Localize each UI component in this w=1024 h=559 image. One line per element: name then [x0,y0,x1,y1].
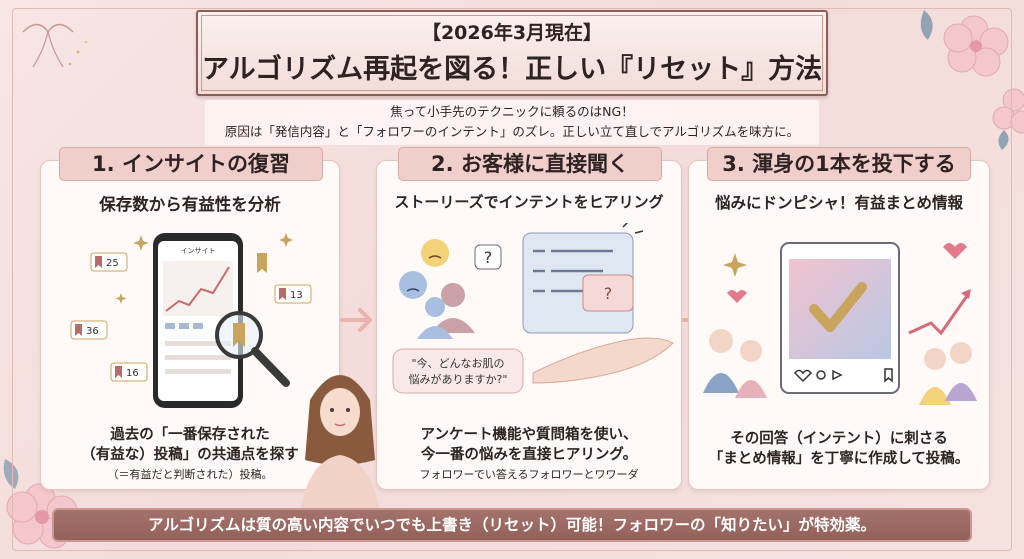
arrow-right-icon [340,308,372,332]
customer-hearing-illustration: ? ? "今、どんなお肌の 悩みがありますか?" [392,223,674,394]
step-2-body: アンケート機能や質問箱を使い、 今一番の悩みを直接ヒアリング。 フォロワーでい答… [377,425,681,485]
trend-line-icon [165,266,230,312]
step-1-body-line-2: （有益な）投稿」の共通点を探す [81,447,299,463]
bookmark-count-16: 16 [110,362,148,382]
step-1-body-line-1: 過去の「一番保存された [110,427,270,443]
bookmark-count-36: 36 [70,320,108,340]
bookmark-count-25-text: 25 [106,258,119,269]
speech-line-1: "今、どんなお肌の [411,356,504,370]
step-card-1: 1. インサイトの復習 保存数から有益性を分析 インサイト 25 36 [40,147,340,490]
post-actions-icon [793,368,893,383]
followers-icon [703,329,977,405]
cherry-blossom-decoration-top-right [920,10,1024,150]
svg-text:?: ? [484,248,493,267]
step-2-subheading: ストーリーズでインテントをヒアリング [394,193,664,211]
step-2-body-line-2: 今一番の悩みを直接ヒアリング。 [420,447,638,463]
magnifier-icon [215,311,290,387]
heart-icon [727,290,747,303]
intro-text: 焦って小手先のテクニックに頼るのはNG！ 原因は「発信内容」と「フォロワーのイン… [205,100,819,145]
bookmark-count-13-text: 13 [290,290,303,301]
bookmark-icon [257,253,267,273]
post-illustration [703,242,977,405]
sparkle-icon [723,253,747,277]
step-2-heading: 2. お客様に直接聞く [398,147,662,181]
step-1-note: （＝有益だと判断された）投稿。 [107,468,273,481]
step-3-heading: 3. 渾身の1本を投下する [707,147,971,181]
hand-icon [532,337,674,384]
step-3-subheading: 悩みにドンピシャ！有益まとめ情報 [714,194,963,212]
step-card-3: 3. 渾身の1本を投下する 悩みにドンピシャ！有益まとめ情報 その回答（インテン… [688,147,990,490]
step-3-body: その回答（インテント）に刺さる 「まとめ情報」を丁寧に作成して投稿。 [689,429,989,469]
speech-line-2: 悩みがありますか?" [409,372,508,386]
bookmark-count-16-text: 16 [126,368,139,379]
intro-line-1: 焦って小手先のテクニックに頼るのはNG！ [390,104,634,119]
step-1-body: 過去の「一番保存された （有益な）投稿」の共通点を探す （＝有益だと判断された）… [41,425,339,485]
step-card-2: 2. お客様に直接聞く ストーリーズでインテントをヒアリング ? ? "今、ど [376,147,682,490]
question-bubble-icon [474,244,502,270]
step-2-note: フォロワーでい答えるフォロワーとワワーダ [419,468,639,481]
speech-bubble [392,348,524,394]
bookmark-count-36-text: 36 [86,326,99,337]
worried-face-icon [421,239,449,267]
step-2-body-line-1: アンケート機能や質問箱を使い、 [420,427,638,443]
woman-illustration [300,375,380,510]
svg-text:?: ? [604,284,613,303]
phone-screen-title: インサイト [181,247,216,255]
intro-line-2: 原因は「発信内容」と「フォロワーのインテント」のズレ。正しい立て直しでアルゴリズ… [224,124,800,139]
step-3-body-line-1: その回答（インテント）に刺さる [730,431,948,447]
sparkle-icon [115,233,293,304]
sad-face-icon [399,271,427,299]
heart-icon [943,243,967,259]
title-date: 【2026年3月現在】 [421,22,603,44]
bookmark-count-13: 13 [274,284,312,304]
step-3-body-line-2: 「まとめ情報」を丁寧に作成して投稿。 [708,451,970,467]
people-icon [417,283,475,339]
step-1-heading: 1. インサイトの復習 [59,147,323,181]
ribbon-decoration-top-left [22,23,87,68]
page-title: アルゴリズム再起を図る！正しい『リセット』方法 [201,54,823,85]
question-box-icon [582,274,634,312]
footer-message: アルゴリズムは質の高い内容でいつでも上書き（リセット）可能！フォロワーの「知りた… [52,508,972,542]
checkmark-icon [809,282,867,332]
insight-phone-illustration: インサイト 25 36 16 [70,233,312,408]
step-1-subheading: 保存数から有益性を分析 [99,195,281,214]
title-banner: 【2026年3月現在】 アルゴリズム再起を図る！正しい『リセット』方法 [196,10,828,96]
page-frame [12,8,1012,551]
bookmark-count-25: 25 [90,252,128,272]
trend-arrow-icon [908,292,971,336]
